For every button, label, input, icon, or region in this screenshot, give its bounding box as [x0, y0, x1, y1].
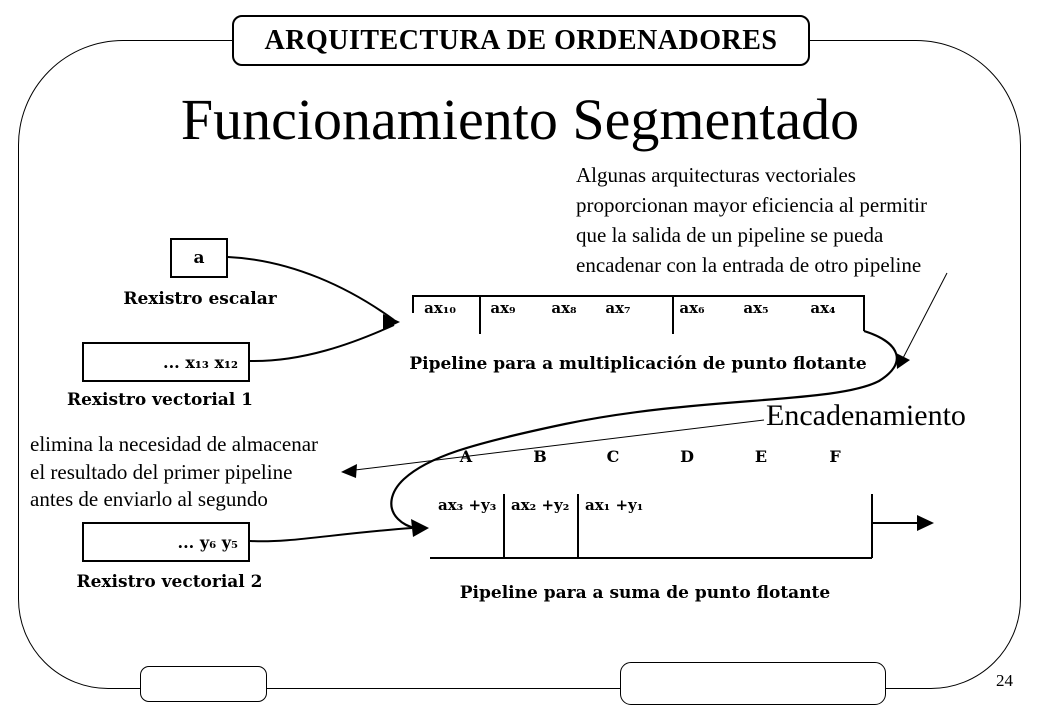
sum-stage-letter-5: F [829, 447, 841, 466]
sum-stage-letter-4: E [754, 447, 768, 466]
scalar-register-value: a [193, 248, 205, 268]
left-note: elimina la necesidad de almacenar el res… [30, 432, 319, 511]
multiply-stage-1: ax₉ [490, 299, 516, 317]
course-title: ARQUITECTURA DE ORDENADORES [264, 24, 778, 56]
vector-register-1-box: ... x₁₃ x₁₂ [82, 342, 250, 382]
multiply-stage-2: ax₈ [551, 299, 577, 317]
multiply-stage-6: ax₄ [810, 299, 836, 317]
scalar-register-box: a [170, 238, 228, 278]
sum-stage-letter-0: A [459, 447, 473, 466]
sum-cell-0: ax₃ +y₃ [438, 496, 497, 514]
sum-stage-letter-1: B [533, 447, 547, 466]
slide-title: Funcionamiento Segmentado [180, 87, 860, 152]
sum-cell-1: ax₂ +y₂ [511, 496, 570, 514]
page-number: 24 [996, 671, 1013, 690]
scalar-register-label: Rexistro escalar [123, 289, 277, 309]
chaining-label: Encadenamiento [766, 399, 966, 432]
sum-pipeline-label: Pipeline para a suma de punto flotante [459, 583, 831, 603]
vector-register-1-value: ... x₁₃ x₁₂ [163, 352, 238, 372]
multiply-stage-5: ax₅ [743, 299, 769, 317]
bottom-left-placeholder-box [140, 666, 267, 702]
multiply-stage-0: ax₁₀ [424, 299, 456, 317]
sum-stage-letter-3: D [680, 447, 694, 466]
bottom-right-placeholder-box [620, 662, 886, 705]
vector-register-2-value: ... y₆ y₅ [177, 532, 238, 552]
course-title-banner: ARQUITECTURA DE ORDENADORES [232, 15, 810, 66]
vector-register-2-box: ... y₆ y₅ [82, 522, 250, 562]
vector-register-1-label: Rexistro vectorial 1 [66, 390, 254, 410]
sum-cell-2: ax₁ +y₁ [585, 496, 644, 514]
sum-stage-letter-2: C [606, 447, 620, 466]
multiply-pipeline-label: Pipeline para a multiplicación de punto … [409, 354, 867, 374]
multiply-stage-3: ax₇ [605, 299, 631, 317]
vector-register-2-label: Rexistro vectorial 2 [76, 572, 263, 592]
multiply-stage-4: ax₆ [679, 299, 705, 317]
top-right-note: Algunas arquitecturas vectoriales propor… [576, 163, 928, 277]
